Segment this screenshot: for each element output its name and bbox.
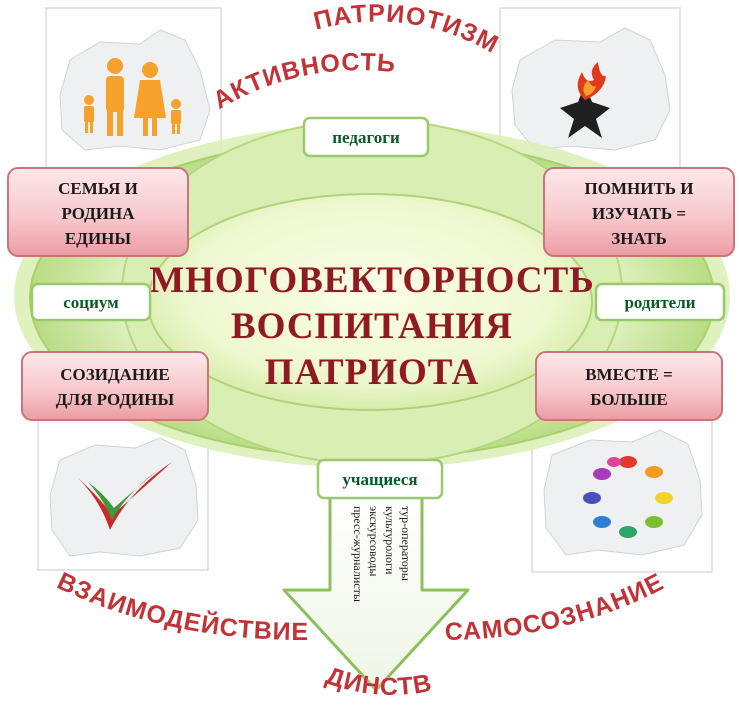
eternal-flame-icon bbox=[560, 62, 610, 138]
svg-text:ПОМНИТЬ И: ПОМНИТЬ И bbox=[585, 179, 694, 198]
arrow-item-press: пресс-журналисты bbox=[351, 506, 365, 602]
center-title-line-2: ВОСПИТАНИЯ bbox=[231, 306, 513, 347]
family-icon bbox=[84, 58, 181, 136]
svg-text:СОЗИДАНИЕ: СОЗИДАНИЕ bbox=[60, 365, 169, 384]
label-parents: родители bbox=[594, 282, 726, 322]
svg-text:педагоги: педагоги bbox=[332, 128, 400, 147]
svg-text:социум: социум bbox=[63, 293, 119, 312]
svg-text:ИЗУЧАТЬ =: ИЗУЧАТЬ = bbox=[592, 204, 686, 223]
box-creation: СОЗИДАНИЕ ДЛЯ РОДИНЫ bbox=[21, 351, 209, 421]
arc-word-interaction: ВЗАИМОДЕЙСТВИЕ bbox=[53, 567, 309, 647]
arc-word-patriotism: ПАТРИОТИЗМ bbox=[311, 0, 503, 59]
svg-text:СЕМЬЯ И: СЕМЬЯ И bbox=[58, 179, 138, 198]
box-remember-study: ПОМНИТЬ И ИЗУЧАТЬ = ЗНАТЬ bbox=[543, 167, 735, 257]
map-card-top-right bbox=[499, 7, 681, 174]
svg-text:ВЗАИМОДЕЙСТВИЕ: ВЗАИМОДЕЙСТВИЕ bbox=[53, 567, 309, 646]
svg-text:АКТИВНОСТЬ: АКТИВНОСТЬ bbox=[208, 48, 397, 115]
svg-text:ДЛЯ РОДИНЫ: ДЛЯ РОДИНЫ bbox=[56, 390, 175, 409]
svg-text:учащиеся: учащиеся bbox=[342, 470, 417, 489]
flag-check-icon bbox=[78, 462, 172, 530]
arrow-item-tour-operators: тур-операторы bbox=[399, 506, 413, 581]
label-society: социум bbox=[30, 282, 152, 322]
svg-text:ЗНАТЬ: ЗНАТЬ bbox=[611, 229, 667, 248]
svg-text:БОЛЬШЕ: БОЛЬШЕ bbox=[590, 390, 667, 409]
box-together: ВМЕСТЕ = БОЛЬШЕ bbox=[535, 351, 723, 421]
map-card-bottom-left bbox=[37, 419, 209, 571]
arrow-item-guides: экскурсоводы bbox=[367, 506, 381, 576]
svg-text:ВМЕСТЕ =: ВМЕСТЕ = bbox=[585, 365, 673, 384]
arc-word-activity: АКТИВНОСТЬ bbox=[208, 48, 396, 115]
hands-circle-icon bbox=[583, 456, 673, 538]
svg-text:РОДИНА: РОДИНА bbox=[61, 204, 135, 223]
center-title-line-3: ПАТРИОТА bbox=[265, 352, 480, 393]
svg-text:родители: родители bbox=[624, 293, 695, 312]
box-family-homeland: СЕМЬЯ И РОДИНА ЕДИНЫ bbox=[7, 167, 189, 257]
center-title-line-1: МНОГОВЕКТОРНОСТЬ bbox=[149, 260, 595, 301]
map-card-top-left bbox=[45, 7, 222, 187]
svg-text:САМОСОЗНАНИЕ: САМОСОЗНАНИЕ bbox=[445, 568, 669, 646]
svg-text:ПАТРИОТИЗМ: ПАТРИОТИЗМ bbox=[311, 0, 503, 59]
label-teachers: педагоги bbox=[302, 116, 430, 158]
label-students: учащиеся bbox=[316, 458, 444, 500]
arc-word-self-awareness: САМОСОЗНАНИЕ bbox=[444, 568, 668, 647]
arrow-item-culturologists: культурологи bbox=[383, 506, 397, 575]
down-arrow: пресс-журналисты экскурсоводы культуроло… bbox=[282, 494, 470, 692]
svg-text:ЕДИНЫ: ЕДИНЫ bbox=[65, 229, 131, 248]
